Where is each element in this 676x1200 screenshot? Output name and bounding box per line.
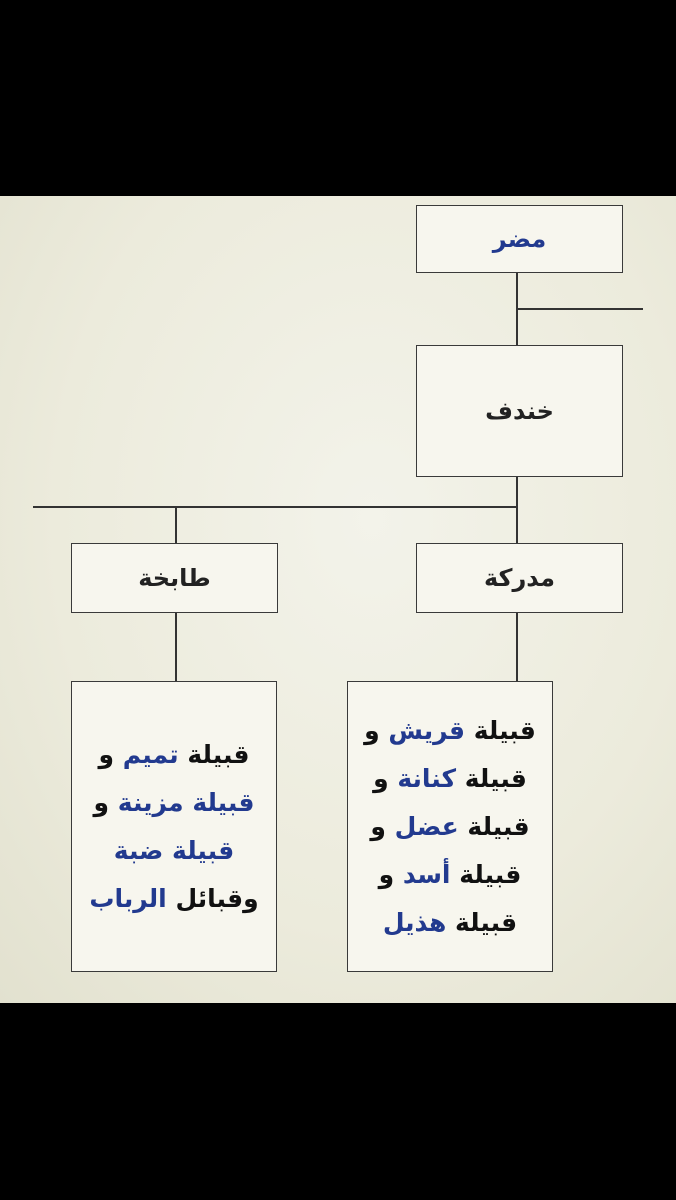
tabikha-tribes-box: قبيلة تميم و قبيلة مزينة و قبيلة ضبة وقب…	[71, 681, 277, 972]
connector-horizontal-children	[33, 506, 518, 508]
node-tabikha-label: طابخة	[138, 564, 211, 592]
node-mudrika: مدركة	[416, 543, 623, 613]
node-tabikha: طابخة	[71, 543, 278, 613]
mudrika-tribes-box: قبيلة قريش و قبيلة كنانة و قبيلة عضل و ق…	[347, 681, 553, 972]
connector-mudrika-list	[516, 613, 518, 681]
tribe-row: قبيلة ضبة	[113, 835, 235, 865]
tribe-row: قبيلة كنانة و	[373, 763, 527, 793]
connector-mudar-right-branch	[516, 308, 643, 310]
connector-tabikha-up	[175, 506, 177, 543]
node-mudrika-label: مدركة	[483, 564, 556, 592]
tribe-row: قبيلة أسد و	[378, 859, 522, 889]
connector-khindif-down	[516, 477, 518, 543]
tribe-row: قبيلة مزينة و	[93, 787, 255, 817]
tribe-row: قبيلة هذيل	[382, 907, 518, 937]
tribe-row: قبيلة قريش و	[364, 715, 536, 745]
node-khindif-label: خندف	[485, 397, 554, 425]
tribe-row: قبيلة عضل و	[370, 811, 530, 841]
node-khindif: خندف	[416, 345, 623, 477]
family-tree-diagram: مضر خندف مدركة طابخة قبيلة قريش و قبيلة …	[0, 196, 676, 1003]
node-mudar: مضر	[416, 205, 623, 273]
tribe-row: قبيلة تميم و	[98, 739, 250, 769]
node-mudar-label: مضر	[492, 225, 547, 253]
tribe-row: وقبائل الرباب	[89, 883, 259, 913]
connector-tabikha-list	[175, 613, 177, 681]
